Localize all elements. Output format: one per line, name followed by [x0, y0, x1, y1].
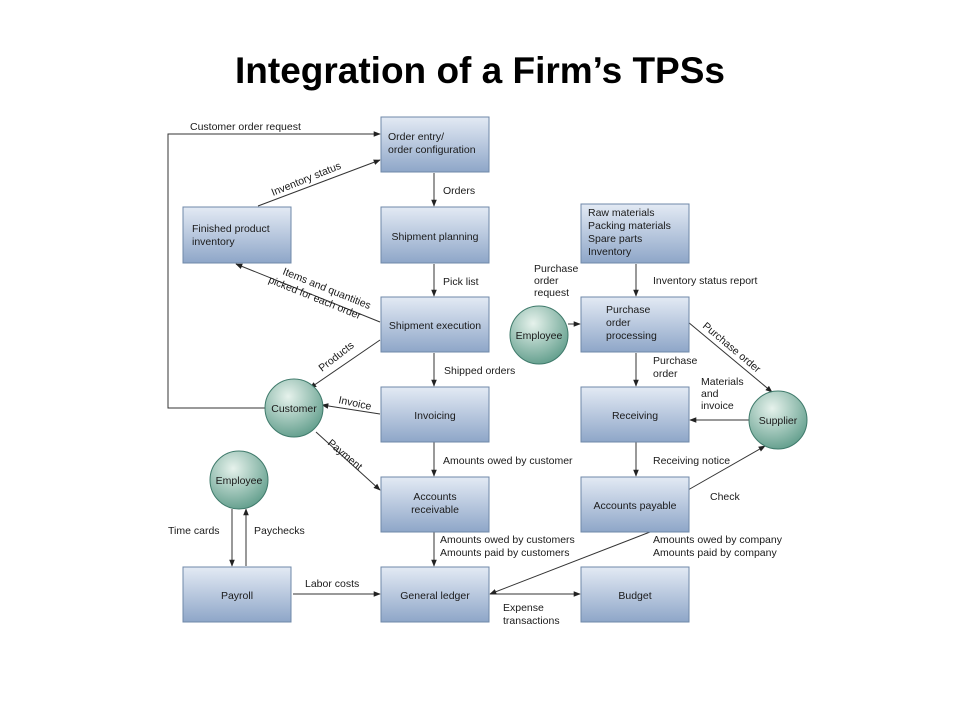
- employee-top-circle: Employee: [509, 305, 569, 365]
- label-amounts-company-line2: Amounts paid by company: [653, 547, 777, 559]
- shipment-execution-box: Shipment execution: [380, 296, 490, 353]
- label-inventory-status-report: Inventory status report: [653, 275, 758, 287]
- label-purchase-order-down-line2: order: [653, 368, 678, 380]
- svg-text:Items and quantitiespicked for: Items and quantitiespicked for each orde…: [267, 262, 373, 324]
- label-shipped-orders: Shipped orders: [444, 365, 515, 377]
- order-entry-line2: order configuration: [388, 144, 476, 156]
- label-amounts-customers-line2: Amounts paid by customers: [440, 547, 570, 559]
- order-entry-line1: Order entry/: [388, 131, 444, 143]
- finished-inventory-line1: Finished product: [192, 223, 270, 235]
- label-payment: Payment: [325, 437, 365, 473]
- customer-circle: Customer: [264, 378, 324, 438]
- order-entry-box: Order entry/order configuration: [380, 116, 490, 173]
- edge-inventory-status: [257, 159, 381, 207]
- raw-materials-line3: Spare parts: [588, 233, 642, 245]
- label-labor-costs: Labor costs: [305, 578, 359, 590]
- accounts-payable-label: Accounts payable: [594, 500, 677, 512]
- shipment-execution-label: Shipment execution: [389, 320, 481, 332]
- purchase-order-processing-line2: order: [606, 317, 631, 329]
- shipment-planning-box: Shipment planning: [380, 206, 490, 264]
- general-ledger-label: General ledger: [400, 590, 470, 602]
- label-inventory-status: Inventory status: [270, 160, 343, 199]
- accounts-receivable-line2: receivable: [411, 504, 459, 516]
- raw-materials-line2: Packing materials: [588, 220, 671, 232]
- edge-customer-order-request: [167, 131, 381, 409]
- label-purchase-order-diag: Purchase order: [700, 320, 763, 376]
- supplier-circle: Supplier: [748, 390, 808, 450]
- finished-inventory-line2: inventory: [192, 236, 235, 248]
- svg-text:Order entry/order configuratio: Order entry/order configuration: [388, 131, 476, 156]
- employee-top-label: Employee: [516, 330, 563, 342]
- label-pick-list: Pick list: [443, 276, 479, 288]
- label-amounts-owed-by-customer: Amounts owed by customer: [443, 455, 573, 467]
- edge-items-quantities: [235, 263, 381, 323]
- edge-amounts-company: [489, 531, 651, 595]
- edge-check: [687, 445, 766, 491]
- budget-label: Budget: [618, 590, 651, 602]
- label-expense-line1: Expense: [503, 602, 544, 614]
- label-paychecks: Paychecks: [254, 525, 305, 537]
- employee-bottom-circle: Employee: [209, 450, 269, 510]
- budget-box: Budget: [580, 566, 690, 623]
- shipment-planning-label: Shipment planning: [392, 231, 479, 243]
- label-materials-line2: and: [701, 388, 719, 400]
- payroll-label: Payroll: [221, 590, 253, 602]
- label-receiving-notice: Receiving notice: [653, 455, 730, 467]
- label-time-cards: Time cards: [168, 525, 220, 537]
- label-purchase-order-down-line1: Purchase: [653, 355, 698, 367]
- employee-bottom-label: Employee: [216, 475, 263, 487]
- edge-invoice: [321, 403, 381, 415]
- edge-payment: [315, 431, 381, 491]
- payroll-box: Payroll: [182, 566, 292, 623]
- receiving-label: Receiving: [612, 410, 658, 422]
- raw-materials-line4: Inventory: [588, 246, 632, 258]
- invoicing-box: Invoicing: [380, 386, 490, 443]
- invoicing-label: Invoicing: [414, 410, 456, 422]
- receiving-box: Receiving: [580, 386, 690, 443]
- label-amounts-company-line1: Amounts owed by company: [653, 534, 783, 546]
- label-check: Check: [710, 491, 741, 503]
- raw-materials-line1: Raw materials: [588, 207, 655, 219]
- edge-purchase-order-supplier: [687, 321, 773, 393]
- label-po-request-line2: order: [534, 275, 559, 287]
- label-po-request-line1: Purchase: [534, 263, 579, 275]
- label-customer-order-request: Customer order request: [190, 121, 301, 133]
- label-orders: Orders: [443, 185, 475, 197]
- accounts-payable-box: Accounts payable: [580, 476, 690, 533]
- page-title: Integration of a Firm’s TPSs: [235, 50, 725, 91]
- purchase-order-processing-line3: processing: [606, 330, 657, 342]
- label-products: Products: [316, 339, 356, 374]
- edges: [167, 131, 773, 597]
- supplier-label: Supplier: [759, 415, 798, 427]
- label-po-request-line3: request: [534, 287, 569, 299]
- label-materials-line1: Materials: [701, 376, 744, 388]
- customer-label: Customer: [271, 403, 317, 415]
- purchase-order-processing-line1: Purchase: [606, 304, 651, 316]
- edge-products: [309, 339, 381, 389]
- label-expense-line2: transactions: [503, 615, 560, 627]
- label-amounts-customers-line1: Amounts owed by customers: [440, 534, 575, 546]
- general-ledger-box: General ledger: [380, 566, 490, 623]
- accounts-receivable-line1: Accounts: [413, 491, 456, 503]
- label-materials-line3: invoice: [701, 400, 734, 412]
